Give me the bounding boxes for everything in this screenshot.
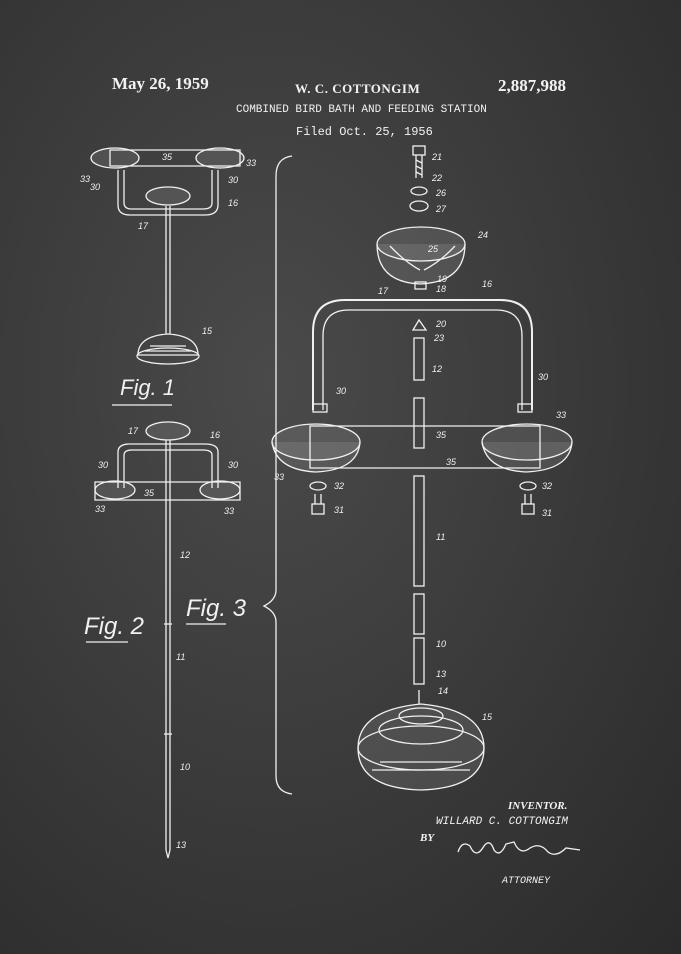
figure-3-bracket bbox=[262, 155, 293, 795]
callout-12-fig2: 12 bbox=[180, 550, 190, 560]
callout-10: 10 bbox=[436, 639, 446, 649]
callout-31-right: 31 bbox=[542, 508, 552, 518]
callout-33-fig2-right: 33 bbox=[224, 506, 234, 516]
callout-24: 24 bbox=[477, 230, 488, 240]
by-label: BY bbox=[420, 832, 435, 844]
callout-33: 33 bbox=[274, 472, 284, 482]
callout-17: 17 bbox=[378, 286, 389, 296]
callout-31: 31 bbox=[334, 505, 344, 515]
callout-30: 30 bbox=[336, 386, 346, 396]
figure-3-label: Fig. 3 bbox=[186, 595, 247, 622]
callout-12: 12 bbox=[432, 364, 442, 374]
callout-30-fig1-right: 30 bbox=[228, 175, 238, 185]
callout-13: 13 bbox=[436, 669, 446, 679]
figure-1-drawing bbox=[90, 147, 245, 365]
callout-10-fig2: 10 bbox=[180, 762, 190, 772]
callout-16-fig1: 16 bbox=[228, 198, 238, 208]
callout-33-fig1: 33 bbox=[80, 174, 90, 184]
patent-date: May 26, 1959 bbox=[112, 74, 209, 93]
callout-27: 27 bbox=[435, 204, 447, 214]
callout-14: 14 bbox=[438, 686, 448, 696]
callout-26: 26 bbox=[435, 188, 446, 198]
filed-date: Filed Oct. 25, 1956 bbox=[296, 125, 433, 139]
callout-25: 25 bbox=[427, 244, 439, 254]
attorney-label: ATTORNEY bbox=[502, 876, 551, 887]
callout-15: 15 bbox=[482, 712, 493, 722]
callout-32-right: 32 bbox=[542, 481, 552, 491]
figure-2-drawing bbox=[94, 421, 241, 859]
callout-30-fig1: 30 bbox=[90, 182, 100, 192]
inventor-label: INVENTOR. bbox=[508, 800, 568, 812]
patent-number: 2,887,988 bbox=[498, 76, 566, 95]
callout-16-fig2: 16 bbox=[210, 430, 220, 440]
callout-33-fig2: 33 bbox=[95, 504, 105, 514]
callout-23: 23 bbox=[433, 333, 444, 343]
callout-35: 35 bbox=[436, 430, 447, 440]
callout-35-lower: 35 bbox=[446, 457, 457, 467]
callout-32: 32 bbox=[334, 481, 344, 491]
figure-3-drawing bbox=[271, 145, 573, 791]
callout-19: 19 bbox=[437, 274, 447, 284]
callout-33-fig1-right: 33 bbox=[246, 158, 256, 168]
callout-35-fig2: 35 bbox=[144, 488, 155, 498]
callout-22: 22 bbox=[431, 173, 442, 183]
callout-30-fig2: 30 bbox=[98, 460, 108, 470]
figure-2-label: Fig. 2 bbox=[84, 613, 144, 640]
callout-13-fig2: 13 bbox=[176, 840, 186, 850]
callout-16: 16 bbox=[482, 279, 492, 289]
callout-11-fig2: 11 bbox=[176, 652, 185, 662]
callout-17-fig1: 17 bbox=[138, 221, 149, 231]
callout-20: 20 bbox=[435, 319, 446, 329]
callout-30-fig2-right: 30 bbox=[228, 460, 238, 470]
callout-18: 18 bbox=[436, 284, 446, 294]
callout-30-right: 30 bbox=[538, 372, 548, 382]
attorney-signature bbox=[457, 841, 581, 855]
callout-15-fig1: 15 bbox=[202, 326, 213, 336]
inventor-name: WILLARD C. COTTONGIM bbox=[436, 816, 569, 828]
callout-21: 21 bbox=[431, 152, 442, 162]
inventor-heading: W. C. COTTONGIM bbox=[295, 81, 421, 96]
callout-11: 11 bbox=[436, 532, 445, 542]
callout-33-right: 33 bbox=[556, 410, 566, 420]
callout-35-fig1: 35 bbox=[162, 152, 173, 162]
callout-17-fig2: 17 bbox=[128, 426, 139, 436]
patent-title: COMBINED BIRD BATH AND FEEDING STATION bbox=[236, 104, 487, 116]
figure-1-label: Fig. 1 bbox=[120, 375, 175, 400]
